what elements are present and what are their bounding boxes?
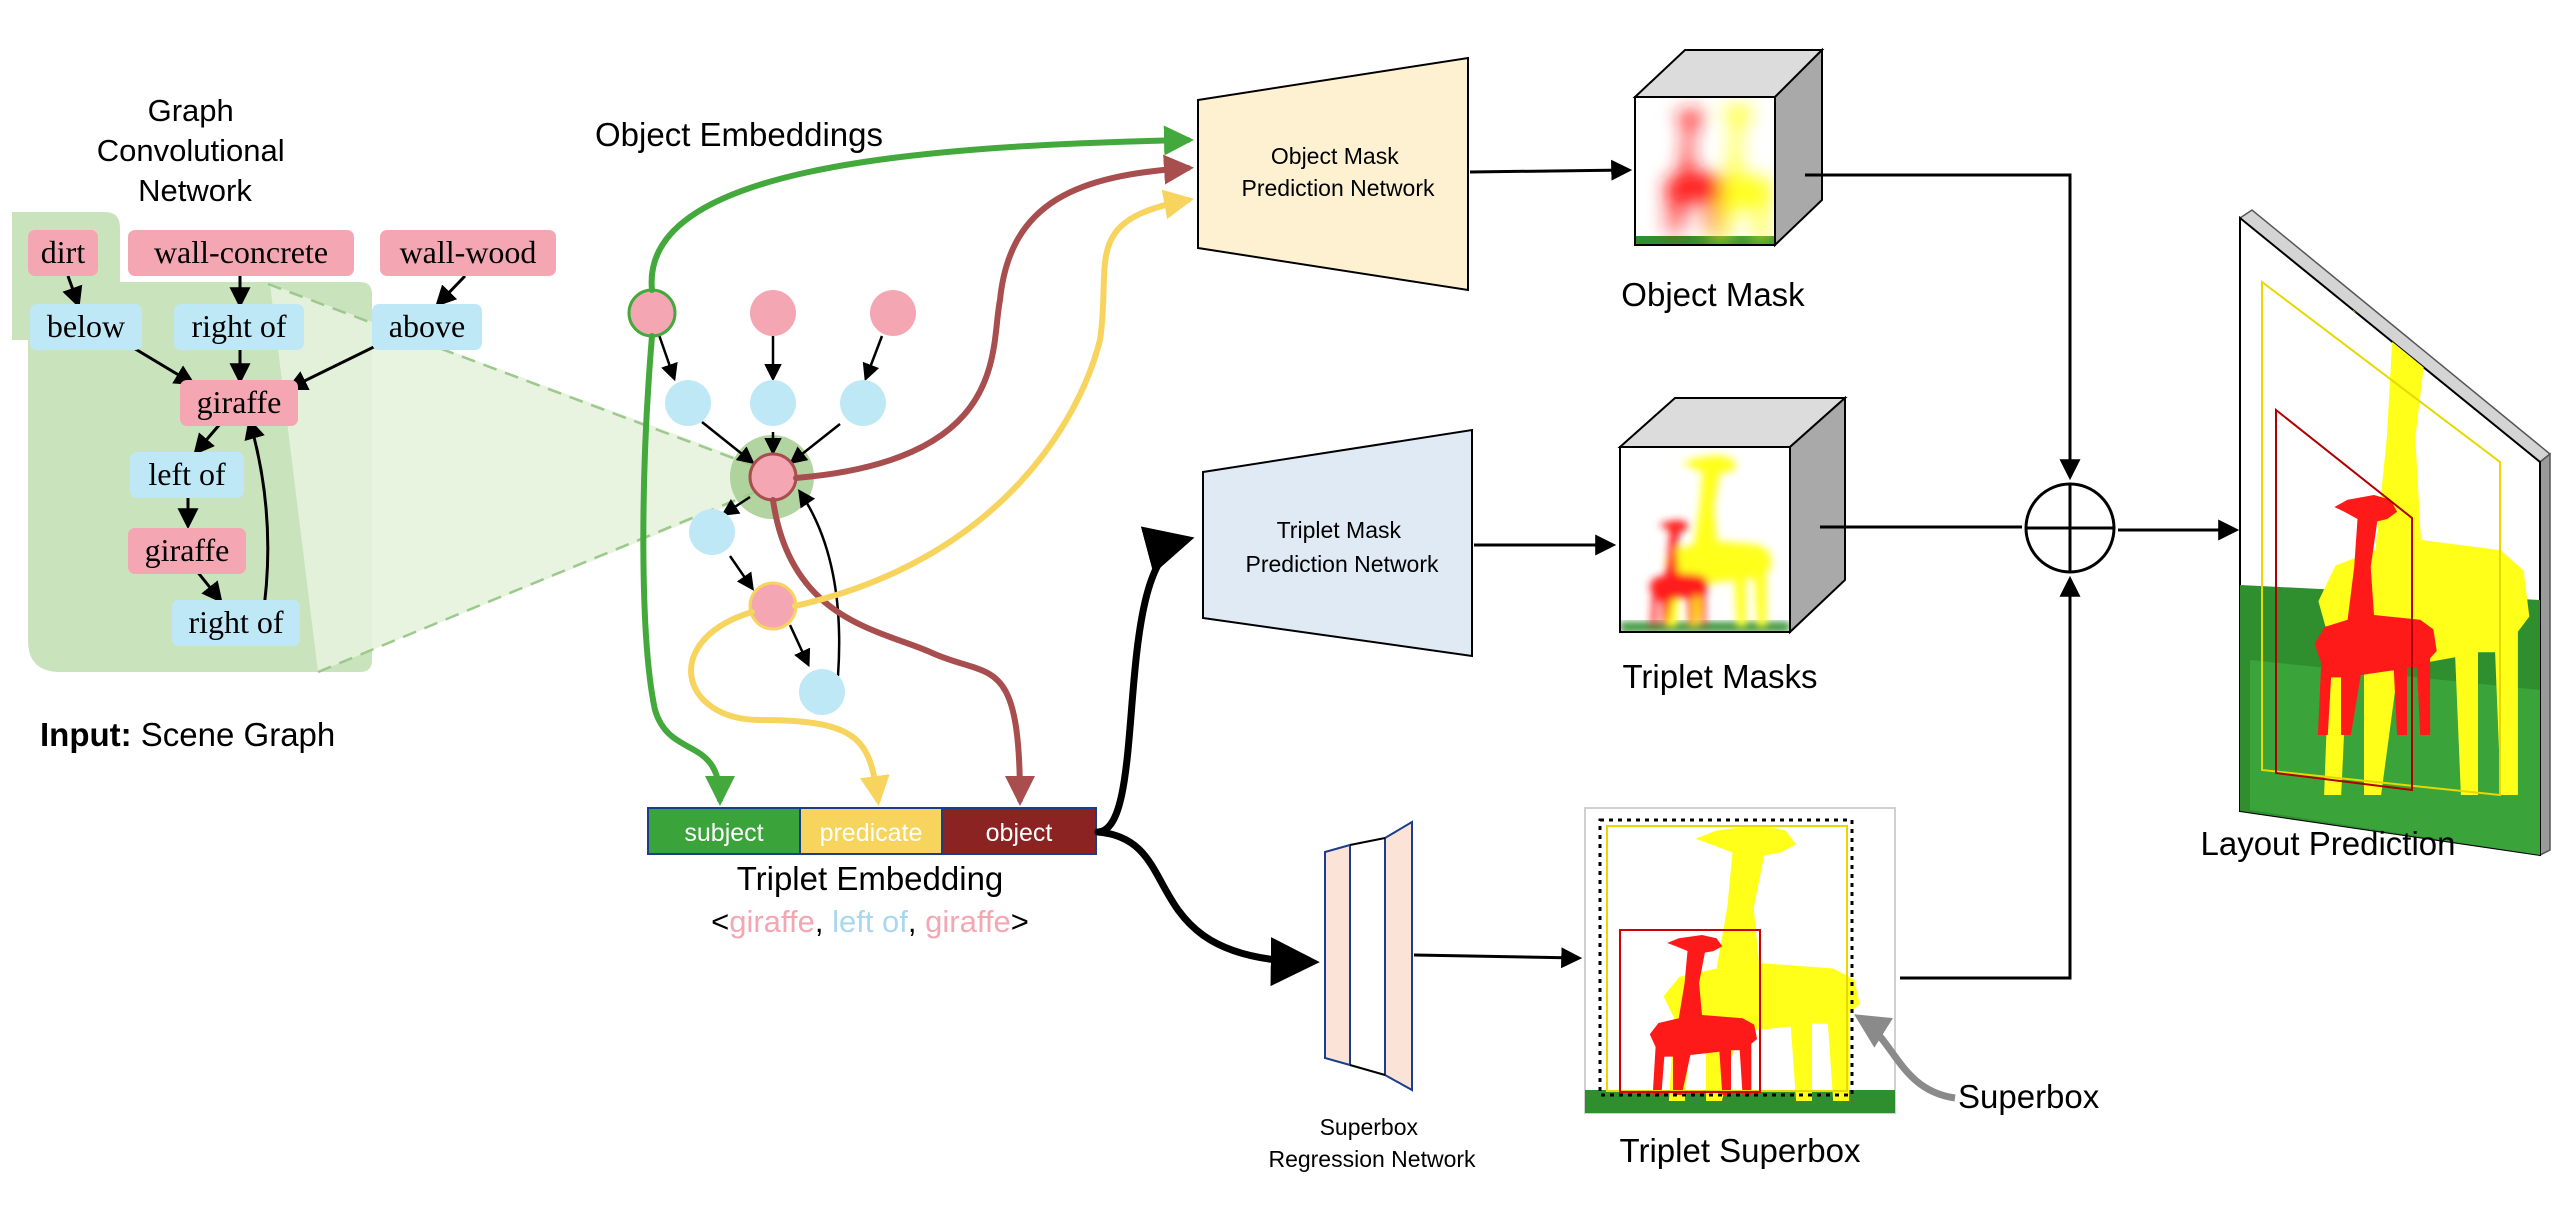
gcn-node-giraffe-center — [748, 452, 798, 502]
triplet-cell-object: object — [941, 807, 1097, 855]
gcn-node-object-3 — [870, 290, 916, 336]
object-mask-cube — [1632, 47, 1825, 248]
layout-prediction-label: Layout Prediction — [2201, 825, 2456, 862]
node-right-of-2: right of — [172, 600, 300, 646]
triplet-superbox-label: Triplet Superbox — [1620, 1132, 1861, 1169]
svg-text:giraffe: giraffe — [145, 532, 230, 568]
svg-text:right of: right of — [188, 604, 283, 640]
triplet-masks-label: Triplet Masks — [1623, 658, 1818, 695]
gcn-node-pred-2 — [750, 380, 796, 426]
zoom-cone — [270, 284, 772, 672]
gcn-node-giraffe-subject — [748, 581, 798, 631]
svg-text:predicate: predicate — [820, 819, 923, 847]
triplet-cell-subject: subject — [647, 807, 801, 855]
gcn-node-pred-4 — [799, 669, 845, 715]
scene-graph-edges — [62, 274, 467, 623]
svg-text:left of: left of — [148, 456, 226, 492]
object-embeddings-label: Object Embeddings — [595, 116, 883, 153]
node-wall-wood: wall-wood — [380, 230, 556, 276]
superbox-regression-network: Superbox Regression Network — [1268, 820, 1476, 1172]
gcn-title-line-1: Graph — [148, 93, 234, 128]
svg-text:subject: subject — [684, 819, 763, 847]
superbox-callout-label: Superbox — [1958, 1078, 2100, 1115]
gcn-node-object-1 — [629, 290, 675, 336]
triplet-superbox-image — [1584, 807, 1896, 1114]
node-below: below — [30, 304, 142, 350]
svg-text:wall-concrete: wall-concrete — [154, 234, 328, 270]
svg-text:object: object — [986, 819, 1053, 847]
svg-text:Object Mask Prediction N: Object Mask Prediction Network — [1241, 143, 1435, 201]
svg-text:giraffe: giraffe — [197, 384, 282, 420]
svg-text:Triplet Mask Prediction: Triplet Mask Prediction Network — [1245, 517, 1439, 577]
node-above: above — [372, 304, 482, 350]
aggregation-plus-icon — [2024, 482, 2116, 574]
triplet-mask-network: Triplet Mask Prediction Network — [1202, 428, 1473, 658]
svg-text:Superbox Regression Netw: Superbox Regression Network — [1268, 1114, 1476, 1172]
svg-text:right of: right of — [191, 308, 286, 344]
svg-text:above: above — [389, 308, 465, 344]
node-giraffe-1: giraffe — [180, 380, 298, 426]
scene-graph: Graph Convolutional Network dirt wall-co… — [12, 93, 772, 753]
node-wall-concrete: wall-concrete — [128, 230, 354, 276]
input-scene-graph-label: Input: Scene Graph — [40, 716, 335, 753]
node-left-of: left of — [130, 452, 244, 498]
gcn-title-line-3: Network — [138, 173, 252, 208]
node-giraffe-2: giraffe — [128, 528, 246, 574]
layout-prediction-image — [2238, 209, 2552, 857]
svg-text:wall-wood: wall-wood — [400, 234, 537, 270]
triplet-masks-cube — [1617, 395, 1848, 635]
node-dirt: dirt — [28, 230, 98, 276]
svg-text:dirt: dirt — [41, 234, 86, 270]
triplet-cell-predicate: predicate — [799, 807, 943, 855]
svg-text:below: below — [47, 308, 125, 344]
gcn-title-line-2: Convolutional — [97, 133, 285, 168]
node-right-of-1: right of — [174, 304, 304, 350]
object-mask-label: Object Mask — [1621, 276, 1805, 313]
gcn-node-pred-1 — [665, 380, 711, 426]
triplet-example: <giraffe, left of, giraffe> — [711, 904, 1029, 939]
object-mask-network: Object Mask Prediction Network — [1197, 56, 1469, 292]
triplet-embedding-title: Triplet Embedding — [737, 860, 1004, 897]
gcn-node-pred-3 — [840, 380, 886, 426]
gcn-node-object-2 — [750, 290, 796, 336]
svg-text:Graph Convolutional: Graph Convolutional Network — [97, 93, 293, 208]
gcn-node-left-of — [689, 509, 735, 555]
gcn-output-graph: Object Embeddings — [595, 116, 1194, 806]
triplet-embedding: subject predicate object Triplet Embeddi… — [647, 807, 1097, 939]
